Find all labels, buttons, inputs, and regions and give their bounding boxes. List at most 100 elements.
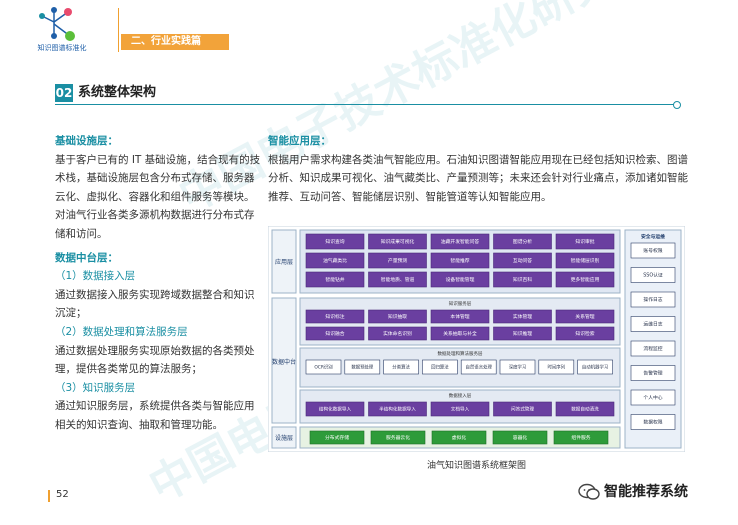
side-item-3: 运维日志 [643, 321, 662, 328]
ks-item-6: 实体命名识别 [383, 330, 412, 337]
dp-item-4-box [460, 359, 497, 375]
dp-item-5-box [499, 359, 536, 375]
ks-item-9: 知识检索 [575, 330, 594, 337]
app-item-0-box [305, 233, 365, 250]
ks-item-5: 知识融合 [325, 330, 344, 337]
ks-item-2: 本体管理 [450, 313, 469, 320]
step-2-title: （2）数据处理和算法服务层 [55, 325, 188, 338]
side-item-5-box [630, 365, 676, 381]
app-item-13-box [493, 271, 552, 288]
midplatform-heading: 数据中台层： [55, 251, 118, 264]
app-item-4: 知识审批 [575, 238, 594, 245]
section-tag: 二、行业实践篇 [121, 34, 229, 50]
infra-item-2: 虚拟化 [452, 434, 467, 441]
da-item-3-box [493, 401, 552, 417]
app-item-1: 知识成果可视化 [381, 238, 415, 245]
da-item-1-box [368, 401, 427, 417]
app-item-12: 设备智能管理 [446, 276, 475, 283]
app-item-2: 油藏开发智能问答 [441, 238, 480, 245]
infra-item-0-box [309, 430, 365, 445]
app-item-8: 互动问答 [513, 257, 532, 264]
app-item-10-box [305, 271, 365, 288]
step-1-text: 通过数据接入服务实现跨域数据整合和知识沉淀； [55, 288, 255, 320]
wechat-account-name: 智能推荐系统 [604, 484, 688, 500]
heading-number: 02 [55, 84, 73, 102]
app-item-11: 智能地质、管道 [381, 276, 415, 283]
ks-item-5-box [305, 326, 365, 341]
infra-paragraph: 基于客户已有的 IT 基础设施，结合现有的技术栈，基础设施层包含分布式存储、服务… [55, 153, 261, 240]
heading-title: 系统整体架构 [78, 85, 157, 100]
right-column: 智能应用层： 根据用户需求构建各类油气智能应用。石油知识图谱智能应用现在已经包括… [268, 132, 688, 206]
infra-item-4: 组件服务 [571, 434, 590, 441]
app-item-0: 知识查询 [325, 238, 344, 245]
step-3-text: 通过知识服务层，系统提供各类与智能应用相关的知识查询、抽取和管理功能。 [55, 400, 255, 431]
ks-item-0-box [305, 309, 365, 324]
dp-item-6: 时间序列 [548, 364, 566, 371]
ks-item-0: 知识标注 [325, 313, 344, 320]
dp-item-0: OCR识别 [314, 364, 332, 371]
infra-item-3-box [492, 430, 548, 445]
wechat-icon [578, 483, 600, 500]
ks-item-6-box [368, 326, 427, 341]
da-item-0-box [305, 401, 365, 417]
app-item-12-box [430, 271, 490, 288]
app-item-7: 智能推荐 [450, 257, 469, 264]
app-item-1-box [368, 233, 427, 250]
app-item-6-box [368, 252, 427, 269]
ks-title: 知识服务层 [449, 300, 472, 307]
app-item-6: 产量预测 [388, 257, 407, 264]
ks-item-3: 实体管理 [513, 313, 532, 320]
da-item-0: 结构化数据导入 [319, 406, 352, 413]
dp-item-7: 自动机器学习 [582, 364, 608, 371]
dp-item-0-box [305, 359, 342, 375]
app-item-14-box [555, 271, 615, 288]
infra-item-4-box [553, 430, 609, 445]
app-item-5: 油气藏类比 [323, 257, 347, 264]
app-item-7-box [430, 252, 490, 269]
ks-item-7: 关系抽取与补全 [443, 330, 477, 337]
app-item-11-box [368, 271, 427, 288]
side-item-6-box [630, 389, 676, 406]
dp-item-5: 深度学习 [509, 364, 527, 371]
infra-items: 分布式存储 服务器云化 虚拟化 容器化 组件服务 [309, 430, 609, 445]
dp-item-6-box [538, 359, 575, 375]
app-paragraph: 根据用户需求构建各类油气智能应用。石油知识图谱智能应用现在已经包括知识检索、图谱… [268, 153, 688, 203]
dp-item-3: 回归算法 [431, 364, 449, 371]
side-item-4: 流程监控 [643, 345, 662, 352]
app-item-2-box [430, 233, 490, 250]
da-item-1: 半结构化数据导入 [379, 406, 416, 413]
dp-item-4: 自然语言处理 [466, 364, 493, 371]
logo-text: 知识图谱标准化 [37, 44, 87, 52]
infra-item-3: 容器化 [513, 434, 528, 441]
ks-item-7-box [430, 326, 490, 341]
diagram-caption: 油气知识图谱系统框架图 [426, 461, 526, 471]
dp-item-7-box [577, 359, 613, 375]
heading-rule [55, 104, 677, 105]
side-item-4-box [630, 340, 676, 357]
ks-item-9-box [555, 326, 615, 341]
side-item-3-box [630, 316, 676, 332]
da-items: 结构化数据导入半结构化数据导入文档导入问答式管理数据自动清洗 [305, 401, 615, 417]
app-item-3: 图谱分析 [513, 238, 532, 245]
ks-item-8: 知识推理 [513, 330, 532, 337]
side-item-0: 账号权限 [643, 247, 662, 254]
ks-item-3-box [493, 309, 552, 324]
logo-icon [39, 7, 75, 41]
app-item-9: 智能储层识别 [571, 257, 600, 264]
da-item-2-box [430, 401, 490, 417]
infra-item-0: 分布式存储 [325, 434, 349, 441]
da-item-4: 数据自动清洗 [571, 406, 599, 413]
ks-item-1: 知识抽取 [388, 313, 407, 320]
ks-item-4-box [555, 309, 615, 324]
da-item-4-box [555, 401, 615, 417]
infra-item-1: 服务器云化 [386, 434, 410, 441]
layer-label-infra: 设施层 [275, 434, 293, 442]
da-item-2: 文档导入 [451, 406, 470, 413]
layer-label-mid: 数据中台 [272, 358, 296, 366]
dp-title: 数据处理和算法服务层 [438, 350, 483, 357]
side-title: 安全与运维 [641, 233, 665, 240]
dp-item-1-box [344, 359, 381, 375]
side-item-1-box [630, 267, 676, 283]
